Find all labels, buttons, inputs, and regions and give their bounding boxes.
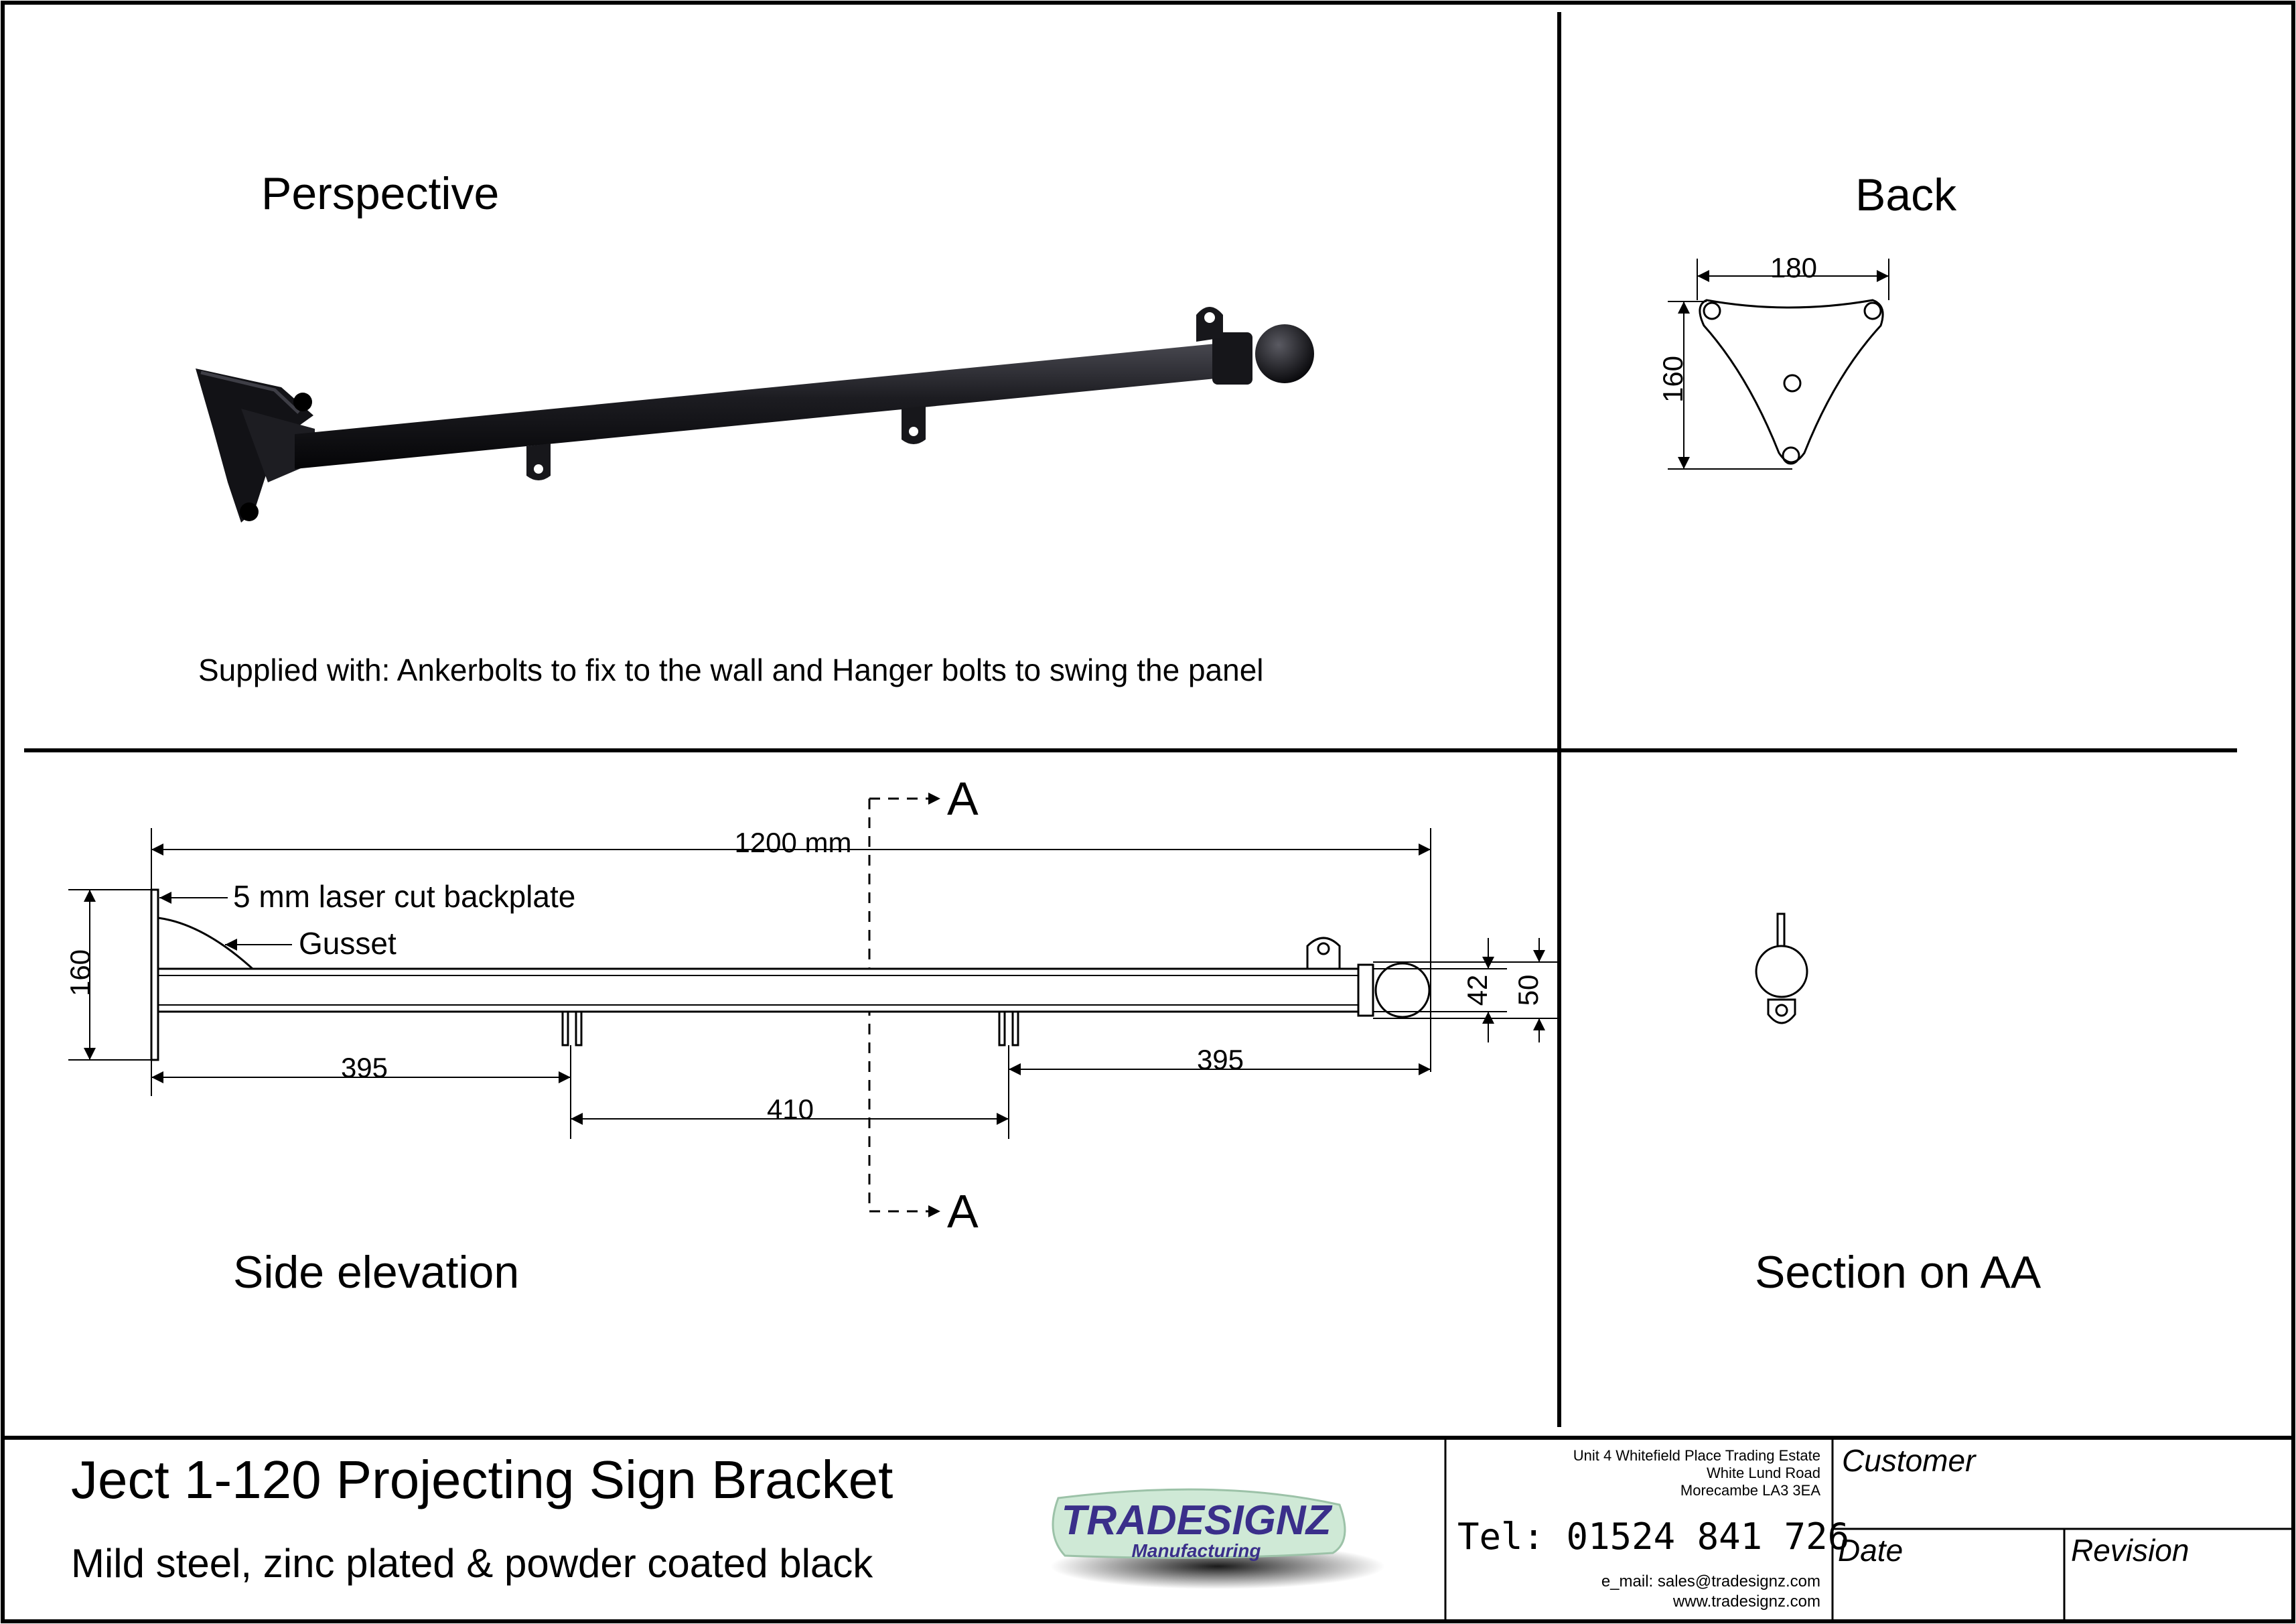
address-line-1: Unit 4 Whitefield Place Trading Estate bbox=[1573, 1447, 1820, 1464]
right-spacing-label: 395 bbox=[1197, 1044, 1244, 1075]
telephone: Tel: 01524 841 726 bbox=[1457, 1515, 1849, 1558]
ball-diameter-label: 50 bbox=[1512, 975, 1544, 1006]
back-height-dimension bbox=[1668, 301, 1792, 470]
side-elevation-title: Side elevation bbox=[233, 1247, 519, 1298]
section-marker-bottom: A bbox=[947, 1185, 979, 1237]
bolt-hole-bottom bbox=[1782, 446, 1800, 465]
supplied-with-note: Supplied with: Ankerbolts to fix to the … bbox=[198, 653, 1264, 687]
backplate-label: 5 mm laser cut backplate bbox=[233, 879, 575, 914]
email: e_mail: sales@tradesignz.com bbox=[1601, 1572, 1820, 1591]
hanger-left-side bbox=[561, 1010, 569, 1046]
product-title: Ject 1-120 Projecting Sign Bracket bbox=[71, 1450, 893, 1509]
section-title: Section on AA bbox=[1755, 1247, 2041, 1298]
bracket-perspective-image bbox=[196, 307, 1314, 523]
material-spec: Mild steel, zinc plated & powder coated … bbox=[71, 1541, 873, 1586]
side-height-dimension bbox=[68, 889, 151, 1061]
date-field-label: Date bbox=[1838, 1533, 1903, 1568]
perspective-title: Perspective bbox=[261, 168, 499, 219]
company-logo: TRADESIGNZ Manufacturing bbox=[1050, 1488, 1385, 1589]
back-width-label: 180 bbox=[1770, 252, 1817, 283]
back-width-dimension bbox=[1697, 259, 1889, 300]
address-line-2: White Lund Road bbox=[1707, 1465, 1820, 1481]
bolt-hole-center bbox=[1783, 374, 1802, 393]
gusset-label: Gusset bbox=[299, 926, 397, 961]
hanger-spacing-dimensions bbox=[151, 1045, 1431, 1139]
ball-side bbox=[1374, 962, 1431, 1018]
bolt-hole-top-left bbox=[1703, 301, 1721, 320]
logo-sub-text: Manufacturing bbox=[1132, 1540, 1261, 1561]
back-height-label: 160 bbox=[1657, 356, 1689, 403]
revision-field-label: Revision bbox=[2071, 1533, 2189, 1568]
section-aa-drawing bbox=[1755, 912, 1808, 1024]
back-title: Back bbox=[1855, 170, 1957, 220]
website: www.tradesignz.com bbox=[1672, 1593, 1820, 1611]
leader-lines bbox=[159, 892, 292, 951]
tube-diameter-label: 42 bbox=[1461, 975, 1493, 1006]
hanger-right-side bbox=[998, 1010, 1006, 1046]
section-marker-top: A bbox=[947, 772, 979, 825]
side-height-label: 160 bbox=[64, 949, 96, 996]
left-spacing-label: 395 bbox=[341, 1052, 388, 1083]
bolt-hole-top-right bbox=[1863, 301, 1882, 320]
mid-spacing-label: 410 bbox=[767, 1093, 814, 1125]
logo-main-text: TRADESIGNZ bbox=[1062, 1497, 1333, 1544]
address-line-3: Morecambe LA3 3EA bbox=[1680, 1482, 1820, 1499]
tube-diameter-dimension bbox=[1373, 938, 1561, 1042]
customer-field-label: Customer bbox=[1842, 1443, 1977, 1478]
bracket-side-drawing bbox=[150, 888, 1431, 1061]
overall-length-dimension bbox=[151, 828, 1431, 1072]
overall-length-label: 1200 mm bbox=[734, 827, 851, 858]
end-collar-side bbox=[1357, 963, 1374, 1017]
backplate-outline bbox=[1699, 299, 1884, 465]
